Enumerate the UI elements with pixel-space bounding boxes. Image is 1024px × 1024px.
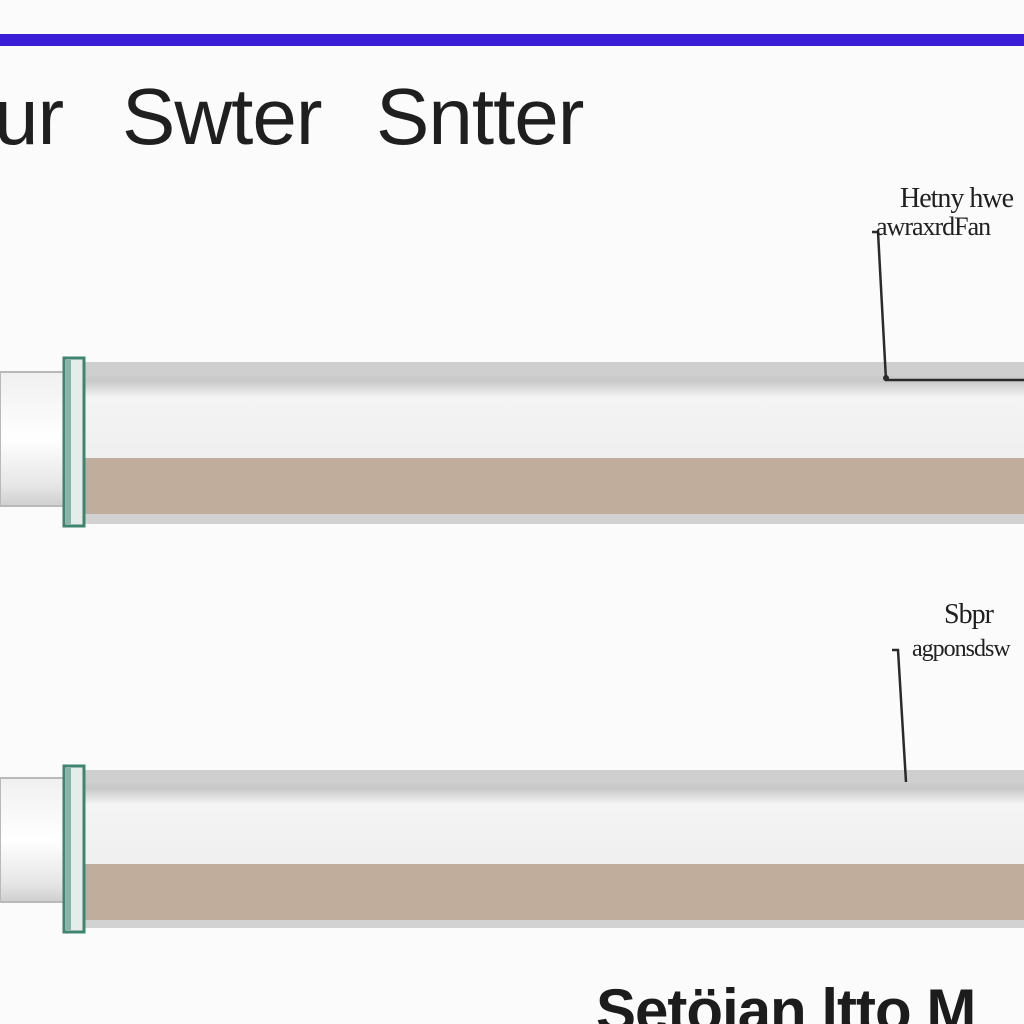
- tube-upper-top-edge: [82, 362, 1024, 376]
- callout-lower-line-2: agponsdsw: [912, 636, 1011, 662]
- tube-lower-shaft: [0, 777, 67, 903]
- tube-lower: [0, 764, 1024, 934]
- callout-lower-line-1: Sbpr: [944, 599, 994, 630]
- callout-upper-line-1: Hetny hwe: [900, 183, 1014, 214]
- tube-lower-top-edge: [82, 770, 1024, 782]
- tube-lower-bottom-edge: [82, 920, 1024, 928]
- callout-upper-leader: [872, 230, 1024, 382]
- title-word-1: ur: [0, 72, 64, 161]
- callout-upper-line-2: awraxrdFan: [876, 212, 991, 241]
- bottom-caption: Setöjan ltto M: [596, 977, 976, 1024]
- tube-upper-cap-rim: [66, 360, 71, 524]
- callout-lower-leader: [892, 648, 908, 783]
- title-word-3: Sntter: [376, 72, 584, 161]
- tube-upper-shaft: [0, 371, 67, 507]
- tube-upper: [0, 356, 1024, 528]
- tube-lower-band: [82, 864, 1024, 920]
- tube-lower-cap-rim: [66, 768, 71, 930]
- title-word-2: Swter: [122, 72, 322, 161]
- tube-upper-band: [82, 458, 1024, 514]
- top-accent-rule: [0, 34, 1024, 46]
- callout-upper-leader-dot: [883, 375, 889, 381]
- tube-upper-bottom-edge: [82, 514, 1024, 524]
